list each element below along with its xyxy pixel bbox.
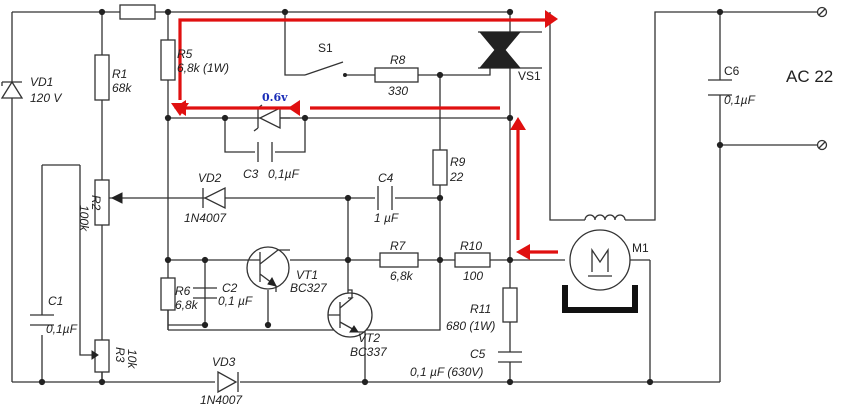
label-r8: R8 [390, 53, 406, 67]
label-r9: R9 [450, 155, 466, 169]
label-vd3: VD3 [212, 355, 236, 369]
resistor-r9 [432, 149, 448, 186]
capacitor-c6 [708, 79, 732, 96]
label-c3-value: 0,1µF [268, 167, 300, 181]
resistor-r5 [160, 39, 176, 81]
zener-vd1 [0, 80, 24, 99]
label-r10: R10 [460, 239, 482, 253]
label-r6-value: 6,8k [175, 298, 199, 312]
label-c5: C5 [470, 347, 486, 361]
label-vt1: VT1 [296, 268, 318, 282]
label-voltage-drop: 0.6v [262, 91, 288, 104]
label-c4: C4 [378, 171, 394, 185]
label-r3: R3 [113, 347, 127, 363]
label-c6: C6 [724, 64, 740, 78]
label-c6-value: 0,1µF [724, 93, 756, 107]
diode-vd2 [190, 186, 226, 210]
label-c2-value: 0,1 µF [218, 294, 253, 308]
label-vd2-value: 1N4007 [184, 211, 227, 225]
label-vt1-value: BC327 [290, 281, 328, 295]
resistor-r8 [374, 67, 419, 83]
potentiometer-r3 [79, 165, 110, 373]
label-r2-value: 100k [77, 205, 91, 232]
label-vs1: VS1 [518, 69, 541, 83]
label-c1-value: 0,1µF [46, 322, 78, 336]
motor-m1 [562, 229, 650, 313]
label-s1: S1 [318, 41, 333, 55]
motor-winding [584, 214, 626, 221]
wires [11, 11, 822, 383]
label-c4-value: 1 µF [374, 211, 399, 225]
label-r11-value: 680 (1W) [446, 319, 495, 333]
capacitor-c1 [30, 314, 54, 326]
capacitor-c3 [257, 142, 273, 162]
label-c2: C2 [222, 281, 238, 295]
label-r3-value: 10k [125, 349, 139, 369]
label-vd1-value: 120 V [30, 91, 62, 105]
label-ac: AC 22 [786, 67, 833, 86]
label-r6: R6 [175, 284, 191, 298]
component-labels: VD1 120 V R1 68k R5 6,8k (1W) S1 R8 330 … [30, 41, 833, 406]
label-r9-value: 22 [449, 170, 464, 184]
label-c3: C3 [243, 167, 259, 181]
label-vd1: VD1 [30, 75, 53, 89]
label-r11: R11 [470, 302, 491, 316]
label-r7-value: 6,8k [390, 269, 414, 283]
label-vd2: VD2 [198, 171, 222, 185]
ac-terminals [816, 6, 828, 151]
red-arrows [171, 10, 558, 260]
capacitor-c5 [498, 351, 522, 363]
label-c1: C1 [48, 294, 63, 308]
label-r2: R2 [89, 195, 103, 211]
resistor-top [119, 4, 156, 20]
label-r1: R1 [112, 67, 127, 81]
label-vt2-value: BC337 [350, 345, 388, 359]
label-r5-value: 6,8k (1W) [177, 61, 229, 75]
label-vt2: VT2 [358, 331, 380, 345]
label-r8-value: 330 [388, 84, 408, 98]
resistor-r7 [379, 252, 419, 268]
label-r1-value: 68k [112, 81, 132, 95]
resistor-r11 [502, 287, 518, 323]
label-vd3-value: 1N4007 [200, 393, 243, 406]
potentiometer-r2 [94, 179, 123, 226]
transistor-vt2 [327, 289, 373, 338]
capacitor-c2 [193, 287, 217, 299]
transistor-vt1 [246, 246, 290, 292]
label-c5-value: 0,1 µF (630V) [410, 365, 483, 379]
triac-vs1 [478, 31, 542, 69]
label-r10-value: 100 [463, 269, 483, 283]
resistor-r6 [160, 277, 176, 311]
label-r7: R7 [390, 239, 407, 253]
resistor-r1 [94, 54, 110, 101]
switch-s1 [304, 61, 347, 77]
resistor-r10 [454, 252, 491, 268]
label-m1: M1 [632, 241, 649, 255]
junction-dots [38, 8, 724, 386]
diode-vd3 [217, 370, 239, 394]
capacitor-c4 [377, 186, 393, 210]
label-r5: R5 [177, 47, 193, 61]
